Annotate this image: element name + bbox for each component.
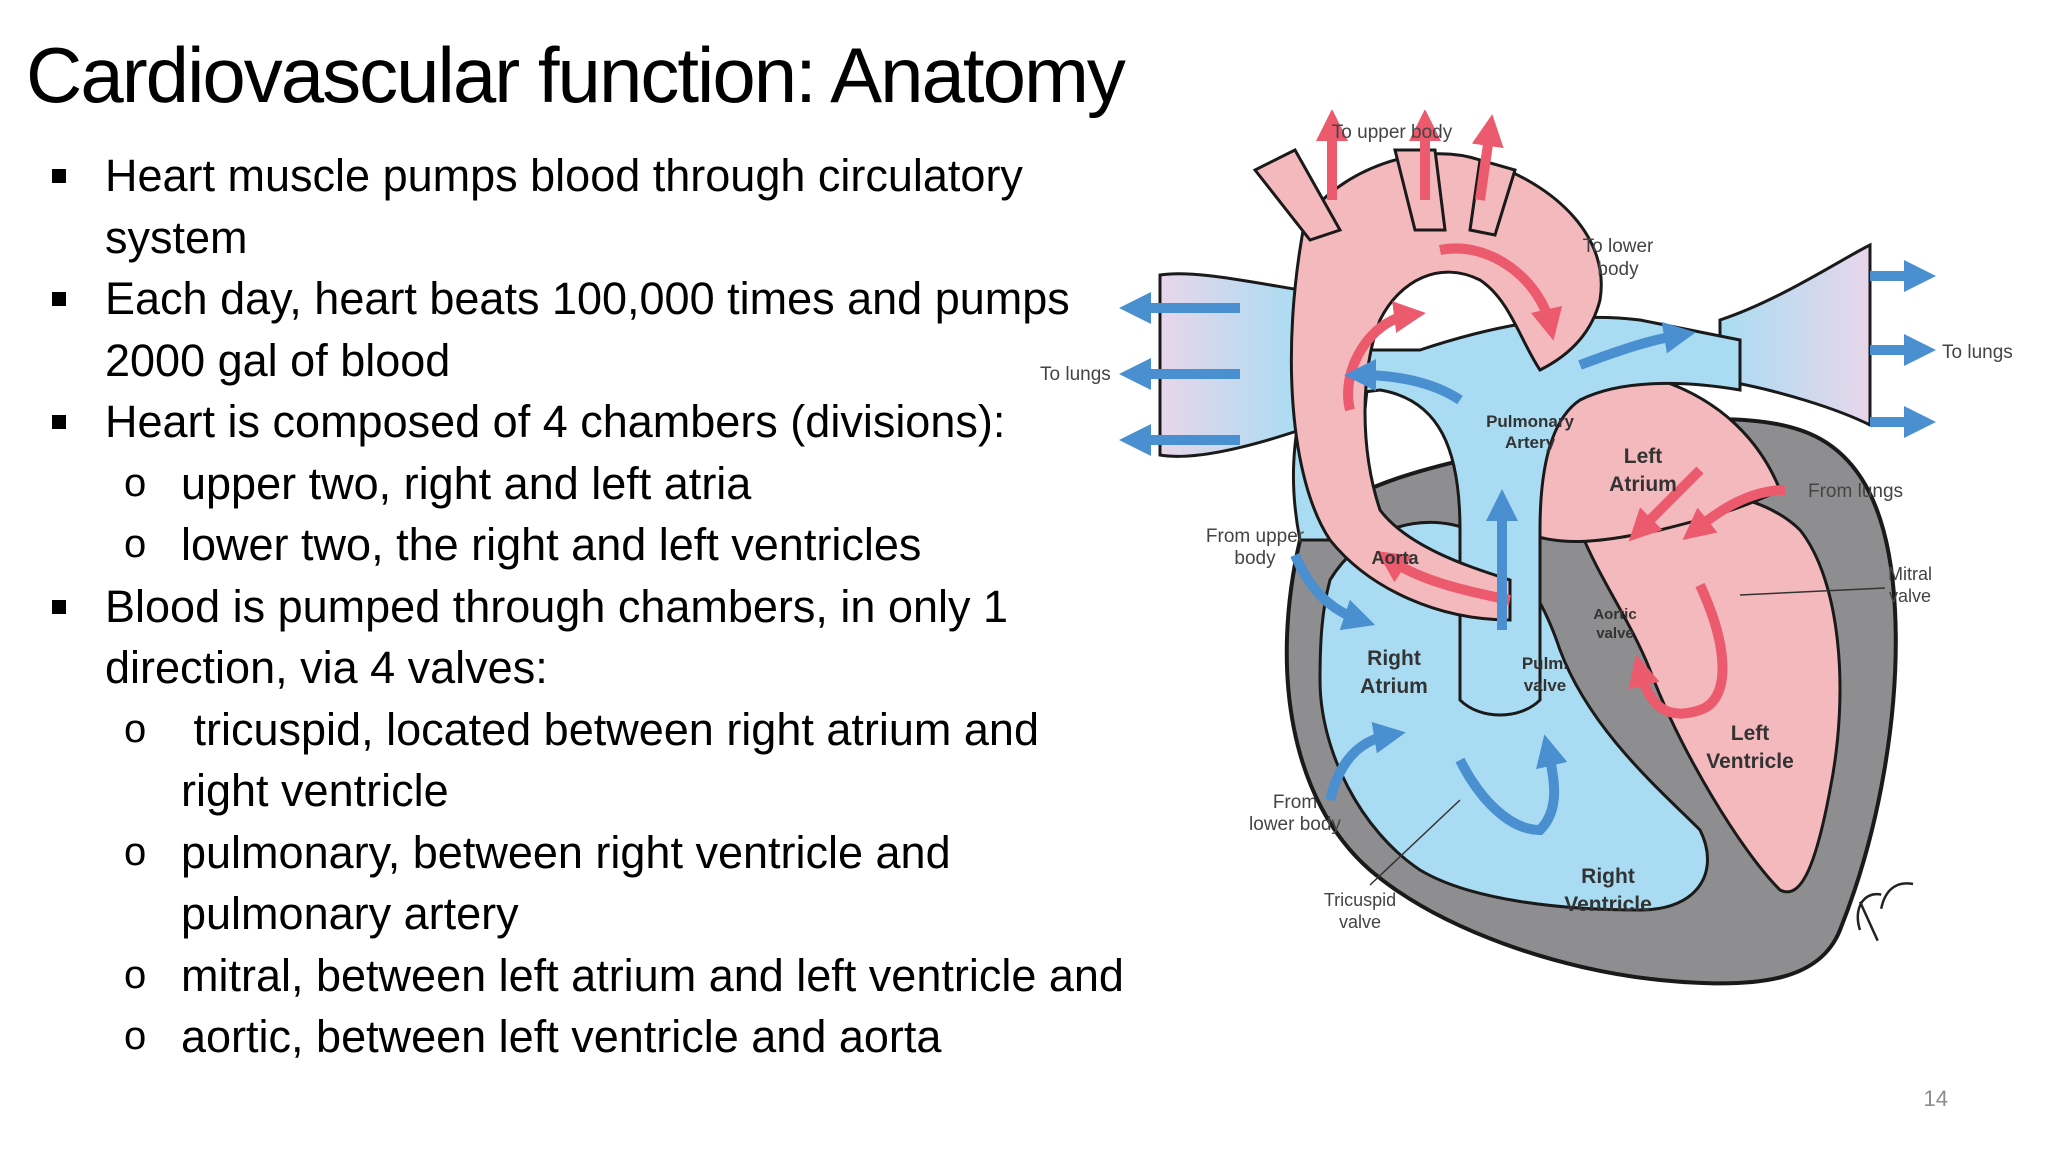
bullet-text: upper two, right and left atria: [181, 457, 752, 509]
bullet-item: Blood is pumped through chambers, in onl…: [0, 576, 1200, 638]
circle-bullet-icon: o: [124, 829, 147, 874]
label-pulmonary-artery-2: Artery: [1505, 433, 1556, 452]
label-aorta: Aorta: [1371, 548, 1419, 568]
label-right-ventricle-2: Ventricle: [1564, 893, 1652, 916]
aorta-out-arrow: [1376, 551, 1511, 605]
from-lower-body-arrow: [1325, 721, 1406, 802]
label-tricuspid-valve-1: Tricuspid: [1324, 890, 1396, 910]
label-to-lungs-left: To lungs: [1040, 364, 1111, 385]
bullet-list: Heart muscle pumps blood through circula…: [0, 145, 1200, 1068]
circle-bullet-icon: o: [124, 1014, 147, 1058]
page-number: 14: [1923, 1086, 1948, 1111]
label-from-upper-body-1: From upper: [1206, 526, 1305, 547]
label-aortic-valve-1: Aortic: [1593, 606, 1636, 623]
bullet-text: direction, via 4 valves:: [105, 642, 548, 693]
bullet-text: Heart is composed of 4 chambers (divisio…: [105, 396, 1006, 447]
bullet-continuation: right ventricle: [0, 760, 1200, 822]
sub-bullet-item: o aortic, between left ventricle and aor…: [0, 1006, 1200, 1068]
pulmonary-left-arrow: [1343, 359, 1463, 405]
label-pulm-valve-2: valve: [1524, 676, 1567, 695]
circle-bullet-icon: o: [124, 522, 147, 566]
heart-anatomy-diagram: To upper body To lower body To lungs To …: [1040, 110, 2045, 990]
sub-bullet-item: o upper two, right and left atria: [0, 453, 1200, 515]
label-left-ventricle-1: Left: [1731, 722, 1770, 745]
label-to-lungs-right: To lungs: [1942, 342, 2013, 363]
circle-bullet-icon: o: [124, 952, 147, 997]
label-left-ventricle-2: Ventricle: [1706, 750, 1794, 773]
label-from-lower-body-2: lower body: [1249, 814, 1341, 835]
aorta-arch-arrow: [1343, 301, 1426, 412]
mitral-leader-line: [1739, 587, 1886, 596]
tricuspid-leader-line: [1369, 799, 1461, 886]
left-lung-vessels: [1158, 272, 1302, 458]
label-to-upper-body: To upper body: [1332, 122, 1453, 143]
bullet-text: pulmonary artery: [181, 888, 519, 939]
label-right-atrium-1: Right: [1367, 647, 1421, 670]
bullet-item: Each day, heart beats 100,000 times and …: [0, 268, 1200, 330]
heart-illustration: To upper body To lower body To lungs To …: [1040, 110, 2013, 986]
left-ventricle-arrow: [1628, 582, 1728, 719]
label-left-atrium-2: Atrium: [1609, 473, 1677, 496]
aorta: [1289, 152, 1603, 622]
label-from-upper-body-2: body: [1234, 548, 1276, 569]
sub-bullet-item: o mitral, between left atrium and left v…: [0, 945, 1200, 1007]
bullet-text: Heart muscle pumps blood through circula…: [105, 150, 1023, 201]
aorta-descending-arrow: [1439, 243, 1563, 341]
bullet-text: pulmonary, between right ventricle and: [181, 826, 951, 878]
bullet-text: Each day, heart beats 100,000 times and …: [105, 273, 1070, 324]
bullet-continuation: direction, via 4 valves:: [0, 637, 1200, 699]
bullet-text: tricuspid, located between right atrium …: [181, 703, 1039, 755]
right-lung-vessels: [1718, 242, 1872, 428]
bullet-text: aortic, between left ventricle and aorta: [181, 1011, 942, 1062]
bullet-text: system: [105, 211, 248, 263]
sub-bullet-item: o lower two, the right and left ventricl…: [0, 514, 1200, 576]
bullet-continuation: pulmonary artery: [0, 883, 1200, 945]
square-bullet-icon: [52, 169, 66, 183]
label-left-atrium-1: Left: [1624, 445, 1663, 468]
label-pulmonary-artery-1: Pulmonary: [1486, 412, 1574, 431]
bullet-continuation: system: [0, 207, 1200, 269]
upper-body-arrow-3: [1471, 114, 1504, 201]
circle-bullet-icon: o: [124, 706, 147, 751]
label-mitral-valve-1: Mitral: [1888, 564, 1932, 584]
label-right-ventricle-1: Right: [1581, 865, 1635, 888]
bullet-text: lower two, the right and left ventricles: [181, 519, 922, 570]
slide-title: Cardiovascular function: Anatomy: [26, 31, 1126, 119]
circle-bullet-icon: o: [124, 460, 147, 505]
bullet-text: 2000 gal of blood: [105, 334, 451, 386]
bullet-text: right ventricle: [181, 765, 449, 816]
sub-bullet-item: o tricuspid, located between right atriu…: [0, 699, 1200, 761]
square-bullet-icon: [52, 415, 66, 429]
square-bullet-icon: [52, 292, 66, 306]
label-to-lower-body-2: body: [1597, 259, 1639, 280]
label-right-atrium-2: Atrium: [1360, 675, 1428, 698]
from-upper-body-arrow: [1290, 553, 1376, 631]
sub-bullet-item: o pulmonary, between right ventricle and: [0, 822, 1200, 884]
label-to-lower-body-1: To lower: [1583, 236, 1654, 257]
label-aortic-valve-2: valve: [1596, 625, 1634, 642]
label-from-lungs: From lungs: [1808, 481, 1903, 502]
from-lungs-arrow: [1682, 485, 1786, 540]
bullet-item: Heart muscle pumps blood through circula…: [0, 145, 1200, 207]
label-from-lower-body-1: From: [1273, 792, 1317, 813]
netter-signature: [1856, 882, 1914, 942]
bullet-continuation: 2000 gal of blood: [0, 330, 1200, 392]
label-pulm-valve-1: Pulm.: [1522, 654, 1568, 673]
pulmonary-right-arrow: [1578, 321, 1696, 370]
bullet-item: Heart is composed of 4 chambers (divisio…: [0, 391, 1200, 453]
bullet-text: Blood is pumped through chambers, in onl…: [105, 580, 1009, 632]
bullet-text: mitral, between left atrium and left ven…: [181, 949, 1124, 1001]
label-mitral-valve-2: valve: [1889, 586, 1931, 606]
label-tricuspid-valve-2: valve: [1339, 912, 1381, 932]
square-bullet-icon: [52, 599, 66, 614]
right-ventricle-arrow: [1455, 734, 1568, 836]
left-atrium-arrow: [1628, 466, 1704, 542]
